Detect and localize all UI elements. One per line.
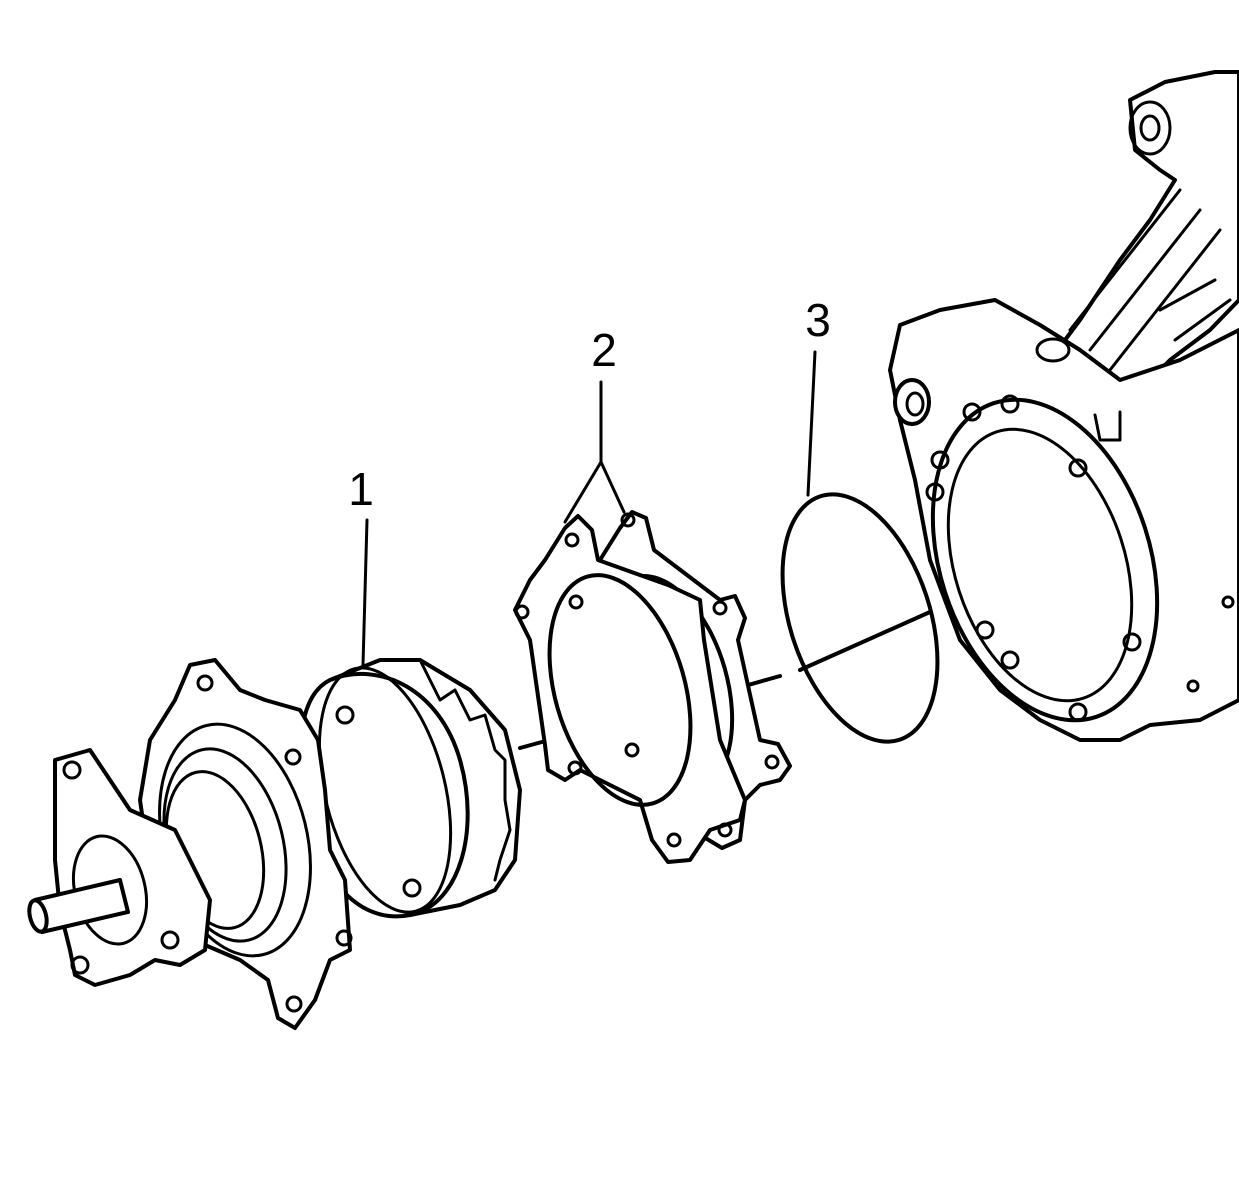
axle-housing: [888, 70, 1239, 742]
callout-labels: 1 2 3: [348, 294, 831, 515]
gasket-pair: [513, 510, 792, 864]
callout-label-3: 3: [805, 294, 831, 346]
leader-2: [563, 460, 626, 524]
callout-label-1: 1: [348, 463, 374, 515]
pinion-flange-assembly: [27, 658, 522, 1030]
callout-label-2: 2: [591, 324, 617, 376]
o-ring-seal: [780, 492, 940, 744]
callout-leaders: [361, 350, 817, 667]
leader-3: [806, 350, 817, 497]
leader-1: [361, 518, 369, 667]
